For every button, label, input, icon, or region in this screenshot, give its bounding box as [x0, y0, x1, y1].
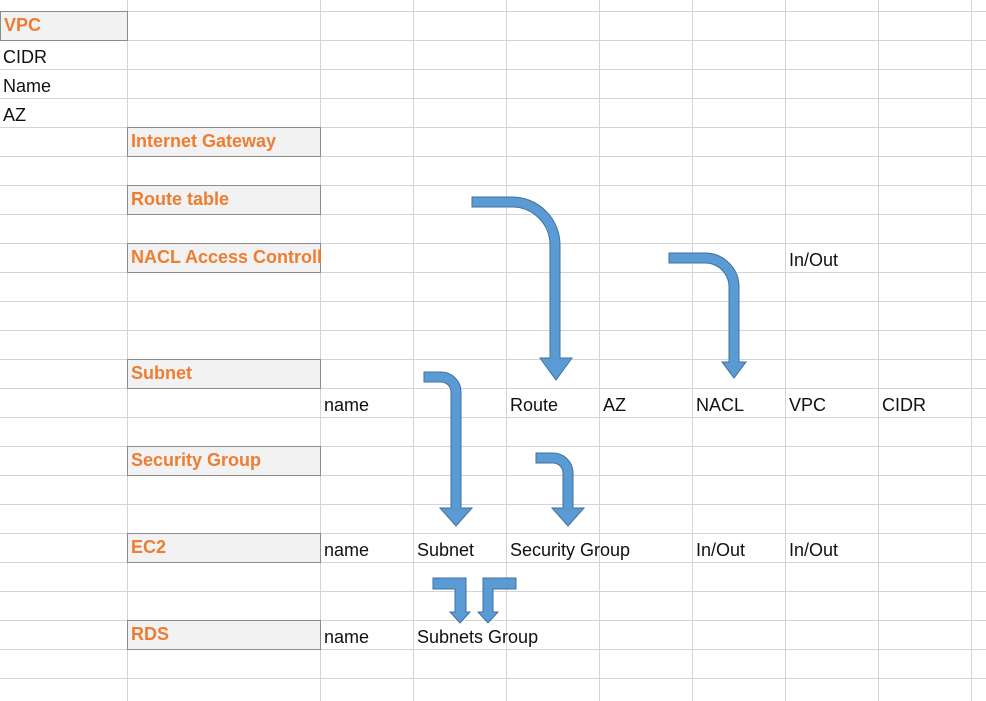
subnet-cidr-cell[interactable]: CIDR	[882, 395, 926, 415]
vpc-name-cell[interactable]: Name	[3, 76, 52, 96]
row-divider	[0, 214, 986, 215]
row-divider	[0, 156, 986, 157]
row-divider	[0, 69, 986, 70]
subnet-route-cell[interactable]: Route	[510, 395, 559, 415]
row-divider	[0, 11, 986, 12]
internet-gateway-header-cell[interactable]: Internet Gateway	[127, 127, 321, 157]
subnet-nacl-cell[interactable]: NACL	[696, 395, 745, 415]
ec2-to-rds-right-arrow-icon	[476, 577, 517, 624]
ec2-inout-cell[interactable]: In/Out	[696, 540, 746, 560]
row-divider	[0, 388, 986, 389]
row-divider	[0, 649, 986, 650]
row-divider	[0, 475, 986, 476]
column-divider	[692, 0, 693, 701]
row-divider	[0, 127, 986, 128]
vpc-az-cell[interactable]: AZ	[3, 105, 27, 125]
subnet-vpc-cell[interactable]: VPC	[789, 395, 827, 415]
row-divider	[0, 272, 986, 273]
row-divider	[0, 562, 986, 563]
ec2-inout-cell[interactable]: In/Out	[789, 540, 839, 560]
column-divider	[506, 0, 507, 701]
rds-name-cell[interactable]: name	[324, 627, 370, 647]
route-table-header-cell[interactable]: Route table	[127, 185, 321, 215]
rds-subnets-group-cell[interactable]: Subnets Group	[417, 627, 539, 647]
vpc-cidr-cell[interactable]: CIDR	[3, 47, 47, 67]
row-divider	[0, 185, 986, 186]
column-divider	[878, 0, 879, 701]
security-group-header-cell[interactable]: Security Group	[127, 446, 321, 476]
subnet-az-cell[interactable]: AZ	[603, 395, 627, 415]
row-divider	[0, 533, 986, 534]
ec2-to-rds-left-arrow-icon	[432, 577, 472, 624]
vpc-header-cell[interactable]: VPC	[0, 11, 128, 41]
row-divider	[0, 417, 986, 418]
rds-header-cell[interactable]: RDS	[127, 620, 321, 650]
subnet-header-cell[interactable]: Subnet	[127, 359, 321, 389]
column-divider	[320, 0, 321, 701]
row-divider	[0, 504, 986, 505]
subnet-to-ec2-arrow-icon	[423, 371, 474, 527]
nacl-direction-cell[interactable]: In/Out	[789, 250, 839, 270]
row-divider	[0, 678, 986, 679]
nacl-header-cell[interactable]: NACL Access Controll	[127, 243, 322, 273]
row-divider	[0, 98, 986, 99]
ec2-header-cell[interactable]: EC2	[127, 533, 321, 563]
security-group-to-ec2-arrow-icon	[535, 452, 586, 527]
route-to-subnet-arrow-icon	[471, 196, 573, 381]
column-divider	[785, 0, 786, 701]
column-divider	[413, 0, 414, 701]
row-divider	[0, 446, 986, 447]
column-divider	[599, 0, 600, 701]
ec2-security-group-cell[interactable]: Security Group	[510, 540, 631, 560]
row-divider	[0, 359, 986, 360]
row-divider	[0, 243, 986, 244]
column-divider	[971, 0, 972, 701]
row-divider	[0, 330, 986, 331]
column-divider	[127, 0, 128, 701]
row-divider	[0, 301, 986, 302]
ec2-subnet-cell[interactable]: Subnet	[417, 540, 475, 560]
ec2-name-cell[interactable]: name	[324, 540, 370, 560]
row-divider	[0, 620, 986, 621]
row-divider	[0, 40, 986, 41]
nacl-to-subnet-arrow-icon	[668, 252, 747, 379]
subnet-name-cell[interactable]: name	[324, 395, 370, 415]
